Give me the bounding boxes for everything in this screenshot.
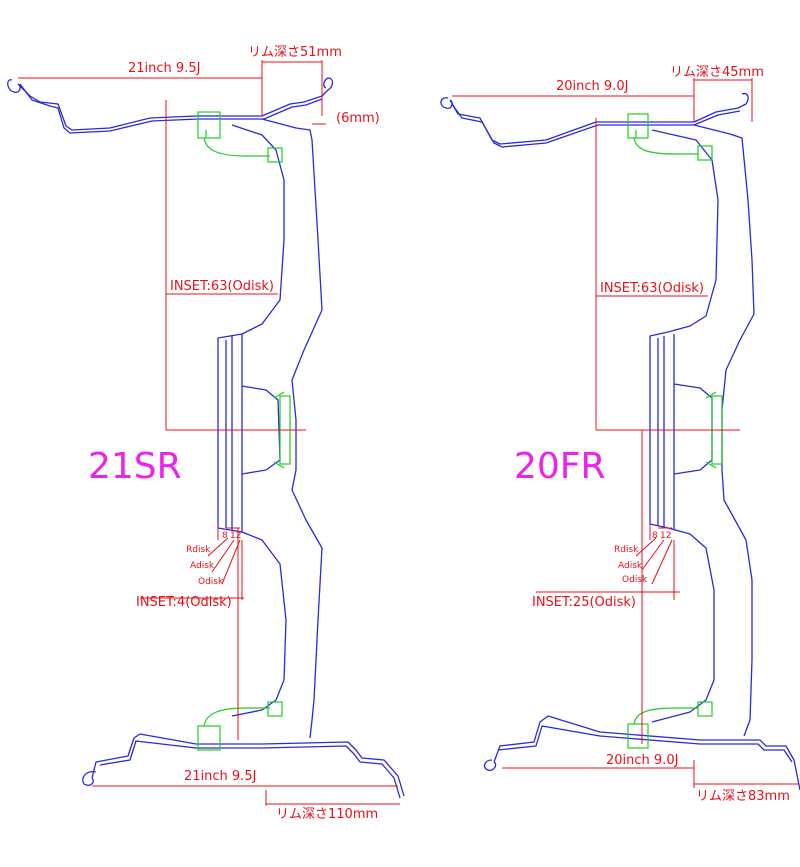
left-rim-width-bottom-label: 21inch 9.5J (184, 769, 256, 784)
left-bottom-bolt (197, 701, 283, 751)
right-odisk-label: Odisk (622, 575, 648, 585)
left-wheel-name: 21SR (88, 446, 182, 487)
right-rim-depth-bottom-label: リム深さ83mm (696, 789, 790, 804)
right-top-rim-profile (440, 92, 749, 145)
right-bottom-rim-profile (483, 715, 800, 791)
right-dimensions (452, 78, 798, 788)
right-body-outer (693, 124, 755, 737)
right-rim-width-bottom-label: 20inch 9.0J (606, 753, 678, 768)
left-rim-depth-bottom-label: リム深さ110mm (276, 807, 378, 822)
right-gap-b: 12 (660, 531, 671, 541)
right-rim-width-top-label: 20inch 9.0J (556, 79, 628, 94)
right-wheel: 20inch 9.0J リム深さ45mm INSET:63(Odisk) 20F… (440, 65, 800, 804)
right-body-inner (649, 129, 719, 723)
right-bottom-rim-inner (497, 725, 793, 763)
left-rim-depth-top-label: リム深さ51mm (248, 45, 342, 60)
right-wheel-name: 20FR (514, 446, 606, 487)
left-wheel: 21inch 9.5J リム深さ51mm (6mm) INSET:63(Odis… (7, 45, 405, 822)
left-top-rim-inner (19, 83, 323, 134)
left-dimensions (18, 60, 400, 806)
left-bottom-rim-profile (82, 733, 405, 797)
left-inset-outer-label: INSET:63(Odisk) (170, 279, 274, 294)
right-inset-outer-label: INSET:63(Odisk) (600, 281, 704, 296)
left-body-outer (261, 118, 323, 739)
left-gap-a: 8 (222, 531, 228, 541)
right-top-rim-inner (451, 103, 741, 148)
left-inset-inner-label: INSET:4(Odisk) (136, 595, 232, 610)
right-inset-inner-label: INSET:25(Odisk) (532, 595, 636, 610)
left-rim-width-top-label: 21inch 9.5J (128, 61, 200, 76)
left-bottom-rim-inner (99, 740, 401, 799)
right-rdisk-label: Rdisk (614, 545, 639, 555)
left-adisk-label: Adisk (190, 561, 215, 571)
left-gap-b: 12 (230, 531, 241, 541)
right-adisk-label: Adisk (618, 561, 643, 571)
right-rim-depth-top-label: リム深さ45mm (670, 65, 764, 80)
left-odisk-label: Odisk (198, 577, 224, 587)
right-gap-a: 8 (652, 531, 658, 541)
left-rdisk-label: Rdisk (186, 545, 211, 555)
right-bottom-bolt (627, 701, 713, 749)
right-top-bolt (627, 113, 713, 161)
right-disk-lines (657, 334, 675, 530)
left-disk-lines (225, 334, 243, 532)
left-offset-note: (6mm) (336, 111, 380, 126)
left-body-inner (217, 124, 287, 717)
left-top-rim-profile (7, 77, 334, 131)
left-top-bolt (197, 111, 283, 163)
